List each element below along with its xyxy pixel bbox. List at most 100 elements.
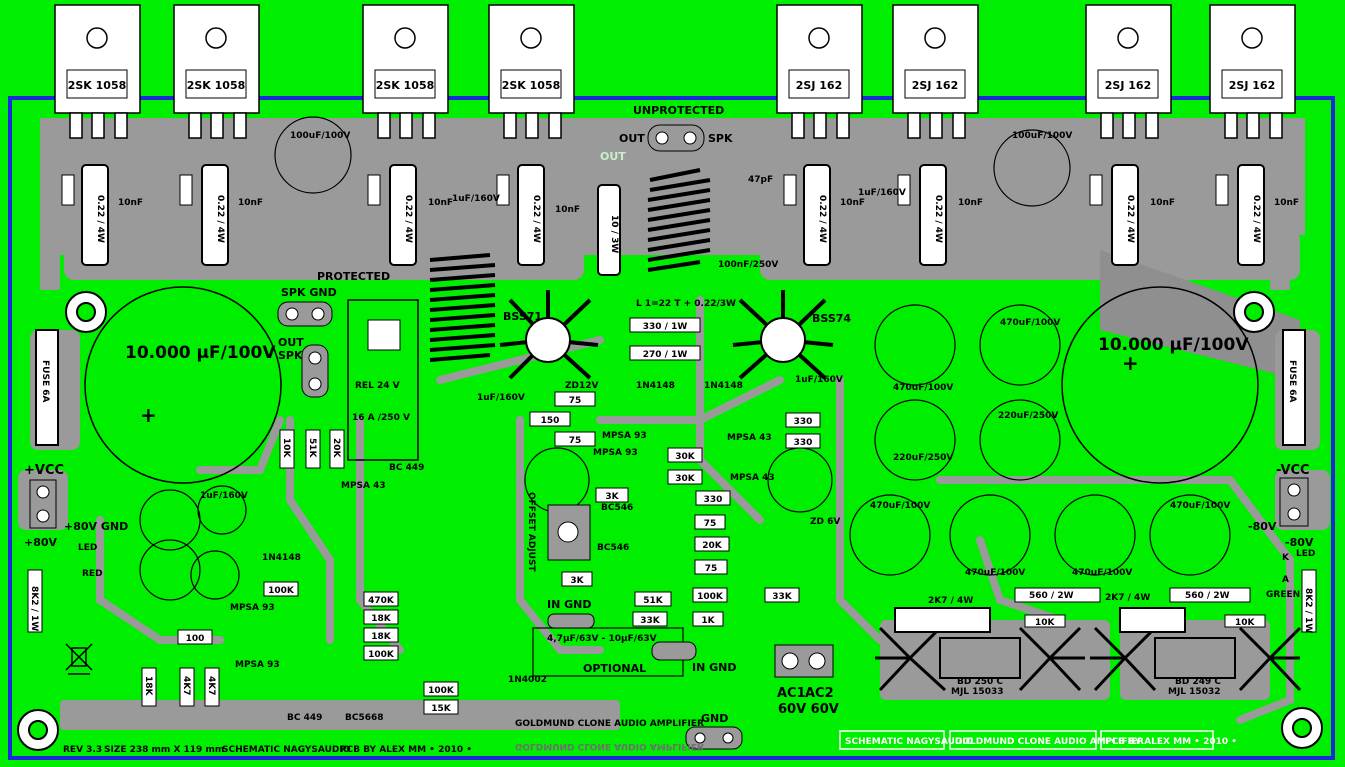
pcb-credit: PCB BY ALEX MM • 2010 •	[340, 745, 472, 755]
driver-transistor-right	[1154, 637, 1236, 679]
vcc-pos-connector[interactable]	[29, 479, 57, 529]
resistor: 18K	[363, 627, 399, 643]
svg-text:PCB BY ALEX MM • 2010 •: PCB BY ALEX MM • 2010 •	[1105, 737, 1237, 747]
unprotected-label: UNPROTECTED	[633, 104, 724, 117]
transistor-label: 2SJ 162	[912, 79, 958, 92]
svg-text:1N4148: 1N4148	[704, 381, 743, 391]
svg-text:SPK: SPK	[278, 349, 303, 362]
resistor-value: 270 / 1W	[643, 350, 688, 360]
power-transistor: 2SK 1058	[173, 4, 260, 139]
fuse-right	[1282, 329, 1306, 446]
resistor-value: 18K	[371, 614, 392, 624]
svg-text:0.22 / 4W: 0.22 / 4W	[933, 195, 943, 243]
size-label: SIZE 238 mm X 119 mm	[104, 745, 224, 755]
svg-text:10nF: 10nF	[958, 198, 983, 208]
svg-text:RED: RED	[82, 569, 103, 579]
resistor-value: 3K	[605, 492, 619, 502]
svg-text:MPSA 93: MPSA 93	[235, 660, 280, 670]
svg-text:10nF: 10nF	[555, 205, 580, 215]
svg-text:MJL 15032: MJL 15032	[1168, 687, 1220, 697]
resistor: 470K	[363, 591, 399, 607]
power-transistor: 2SJ 162	[776, 4, 863, 139]
out-spk-connector[interactable]	[301, 344, 329, 398]
svg-text:+: +	[1122, 351, 1139, 375]
transistor-label: 2SJ 162	[1229, 79, 1275, 92]
svg-text:0.22 / 4W: 0.22 / 4W	[215, 195, 225, 243]
svg-text:100nF/250V: 100nF/250V	[718, 260, 778, 270]
svg-text:BC 449: BC 449	[389, 463, 424, 473]
resistor-value: 33K	[640, 616, 661, 626]
svg-text:470uF/100V: 470uF/100V	[1170, 501, 1230, 511]
vcc-neg-connector[interactable]	[1279, 477, 1309, 527]
offset-trimmer[interactable]	[547, 504, 591, 561]
ac1-label: AC1	[777, 686, 806, 701]
mounting-holes	[17, 291, 1323, 751]
resistor-value: 1K	[701, 616, 715, 626]
ac-voltage-label: 60V 60V	[778, 702, 839, 717]
svg-text:BD 249 C: BD 249 C	[1175, 677, 1221, 687]
medium-capacitors	[139, 116, 1231, 601]
resistor-value: 330	[704, 495, 723, 505]
transistor-label: 2SK 1058	[187, 79, 246, 92]
snubber-caps: 10nF 10nF 10nF 10nF 10nF 10nF 10nF 10nF …	[118, 188, 1299, 215]
output-inductor	[647, 168, 711, 272]
resistor-value: 100K	[697, 592, 724, 602]
resistor: 100K	[263, 581, 299, 597]
resistor: 3K	[561, 571, 593, 587]
credit-box-1: SCHEMATIC NAGYSAUDIO	[839, 730, 974, 750]
ac-connector[interactable]	[774, 644, 834, 678]
resistor-value: 330	[794, 438, 813, 448]
protected-connector[interactable]	[277, 301, 333, 327]
resistor-value: 75	[705, 564, 718, 574]
main-capacitors	[84, 286, 1259, 484]
svg-text:1uF/160V: 1uF/160V	[477, 393, 525, 403]
svg-text:10nF: 10nF	[840, 198, 865, 208]
bss71-label: BSS71	[503, 310, 542, 323]
svg-text:+: +	[140, 403, 157, 427]
gnd-connector[interactable]	[685, 726, 743, 750]
resistor: 20K	[329, 429, 345, 469]
spk-label: SPK	[708, 132, 733, 145]
input-connector[interactable]	[547, 613, 697, 661]
resistor: 51K	[305, 429, 321, 469]
relay	[347, 299, 419, 461]
svg-text:BC546: BC546	[601, 503, 633, 513]
resistor-value: 30K	[675, 474, 696, 484]
svg-text:1uF/160V: 1uF/160V	[858, 188, 906, 198]
svg-text:10nF: 10nF	[1150, 198, 1175, 208]
neg80-label-b: -80V	[1285, 536, 1314, 549]
resistor: 4K7	[204, 667, 220, 707]
svg-text:MPSA 43: MPSA 43	[341, 481, 386, 491]
svg-text:OUT: OUT	[278, 336, 304, 349]
svg-text:MJL 15033: MJL 15033	[951, 687, 1003, 697]
in-gnd-label-2: IN GND	[692, 661, 737, 674]
resistor: 33K	[632, 611, 668, 627]
resistor: 3K	[595, 487, 629, 503]
svg-text:1N4002: 1N4002	[508, 675, 547, 685]
output-connector[interactable]	[647, 124, 705, 152]
svg-text:10 / 3W: 10 / 3W	[609, 215, 619, 253]
traces	[96, 296, 1294, 724]
svg-text:LED: LED	[1296, 549, 1315, 559]
resistor-value: 100K	[428, 686, 455, 696]
resistor: 15K	[423, 699, 459, 715]
svg-text:8K2 / 1W: 8K2 / 1W	[29, 586, 39, 631]
board-title: GOLDMUND CLONE AUDIO AMPLIFIER	[515, 719, 704, 729]
resistor: 330	[695, 490, 731, 506]
svg-text:560 / 2W: 560 / 2W	[1185, 591, 1230, 601]
transistor-label: 2SK 1058	[68, 79, 127, 92]
vcc-neg-label: -VCC	[1276, 463, 1310, 478]
main-cap-right	[1061, 286, 1259, 484]
offset-adjust-label: OFFSET ADJUST	[526, 492, 536, 572]
relay-label: REL 24 V	[355, 381, 400, 391]
svg-text:A: A	[1282, 575, 1289, 585]
svg-text:10nF: 10nF	[118, 198, 143, 208]
resistor-value: 100K	[268, 586, 295, 596]
resistor: 1K	[692, 611, 724, 627]
svg-text:100uF/100V: 100uF/100V	[290, 131, 350, 141]
svg-text:470uF/100V: 470uF/100V	[1000, 318, 1060, 328]
svg-text:1N4148: 1N4148	[636, 381, 675, 391]
svg-text:10K: 10K	[1235, 618, 1256, 628]
